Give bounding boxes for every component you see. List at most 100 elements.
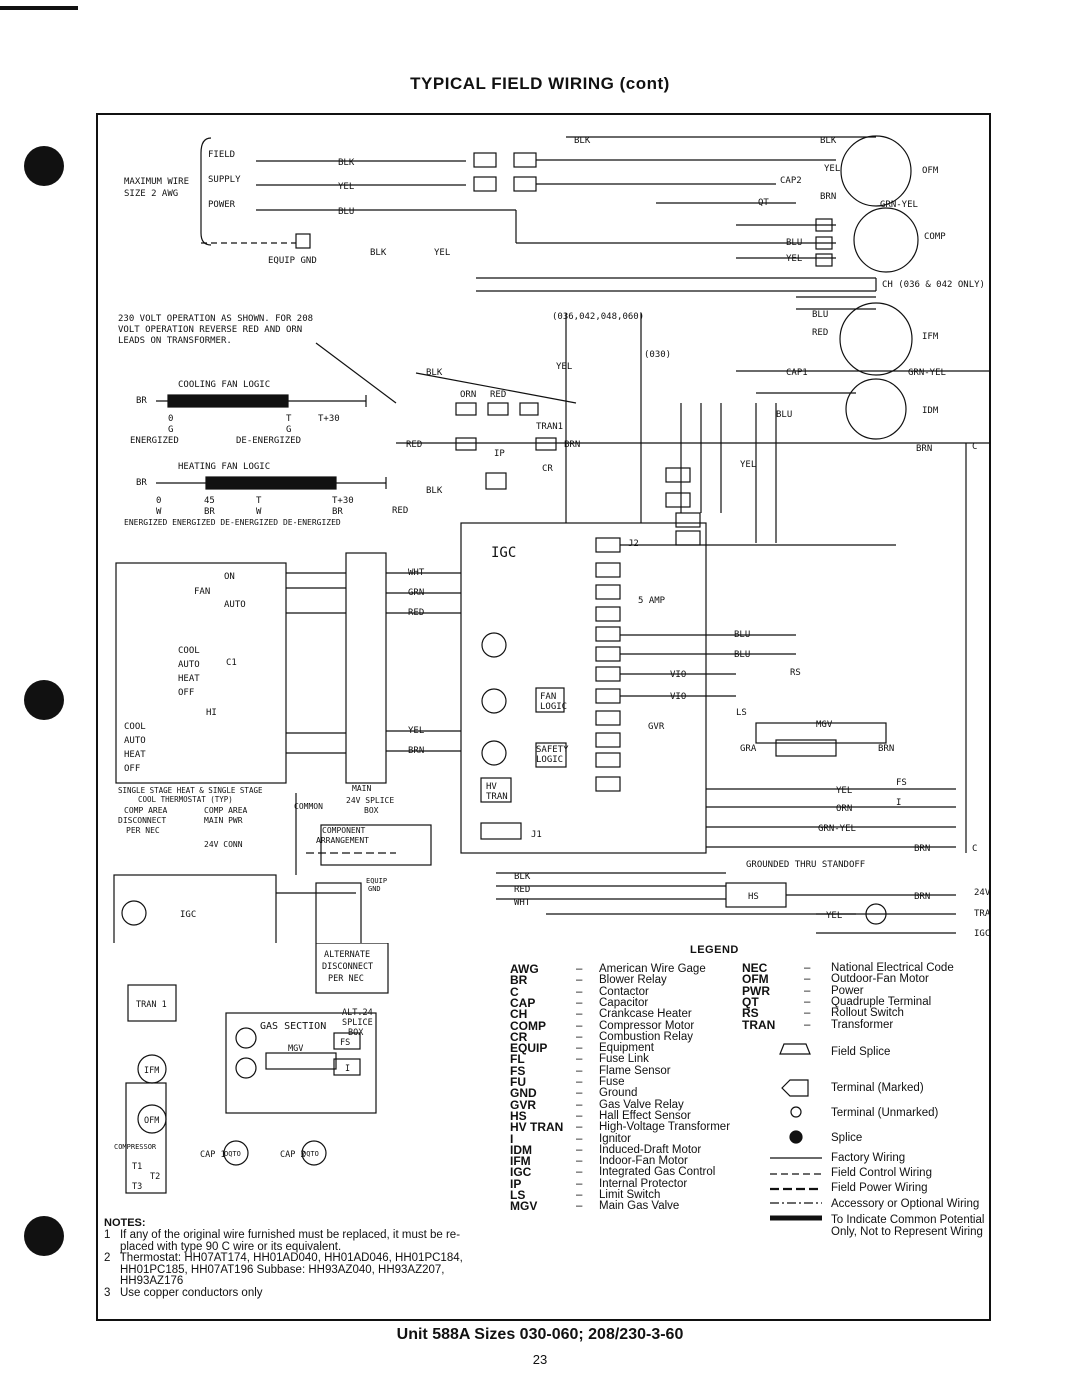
wire-blu-rs: BLU (734, 630, 750, 640)
legend-definition: Ground (599, 1087, 638, 1100)
label-gvr: GVR (648, 722, 665, 732)
legend-definition: National Electrical Code (831, 962, 954, 974)
label-power: POWER (208, 200, 236, 210)
legend-dash: – (576, 1143, 583, 1156)
comp-disc-3: PER NEC (126, 826, 160, 835)
legend-dash: – (576, 1132, 583, 1145)
label-ifm-small: IFM (144, 1066, 159, 1076)
label-i-small: I (345, 1064, 350, 1074)
wire-brn-24v: BRN (914, 892, 930, 902)
legend-symbol-label: Accessory or Optional Wiring (831, 1198, 980, 1210)
legend-abbr: HV TRAN (510, 1120, 564, 1135)
legend-row: C–Contactor (510, 986, 760, 999)
legend-definition: Hall Effect Sensor (599, 1109, 691, 1122)
equip-gnd-small-1: EQUIP (366, 877, 387, 885)
wire-yel-thermo: YEL (408, 726, 424, 736)
legend-row: IGC–Integrated Gas Control (510, 1167, 760, 1179)
wire-yel-24v: YEL (826, 911, 842, 921)
label-ifm: IFM (922, 332, 939, 342)
heat-row2-w1: W (156, 507, 162, 517)
cool-tick-t30: T+30 (318, 414, 340, 424)
thermo-heat-2: HEAT (124, 750, 146, 760)
legend-abbr: CH (510, 1007, 528, 1022)
label-five-amp: 5 AMP (638, 596, 666, 606)
comp-disc-1: COMP AREA (124, 806, 168, 815)
tran1-box: TRAN 1 (136, 1000, 167, 1010)
legend-dash: – (804, 1018, 811, 1031)
term-t1: T1 (132, 1162, 142, 1172)
label-safety-logic-1: SAFETY (536, 745, 569, 755)
wire-vio-2: VIO (670, 692, 686, 702)
main-splice-2: 24V SPLICE (346, 796, 394, 805)
term-t2: T2 (150, 1172, 160, 1182)
legend-abbr: EQUIP (510, 1041, 548, 1056)
thermo-hi: HI (206, 708, 217, 718)
legend-abbr: FU (510, 1075, 526, 1089)
component-arrangement: ALTERNATE DISCONNECT PER NEC ALT.24 SPLI… (114, 943, 389, 1194)
cool-tick-t: T (286, 414, 292, 424)
thermo-auto-3: AUTO (124, 736, 146, 746)
legend-abbr: IGC (510, 1165, 532, 1180)
binder-hole (24, 680, 64, 720)
label-tran1: TRAN1 (536, 422, 563, 432)
wire-blu-rs-2: BLU (734, 650, 750, 660)
legend-symbols (770, 1043, 822, 1221)
label-field: FIELD (208, 150, 235, 160)
label-compressor: COMPRESSOR (114, 1143, 157, 1151)
heat-row2-w2: W (256, 507, 262, 517)
heat-tick-t30: T+30 (332, 496, 354, 506)
legend-abbr: NEC (742, 961, 768, 975)
label-fs-small: FS (340, 1038, 350, 1048)
legend-row: FL–Fuse Link (510, 1054, 760, 1066)
label-ls: LS (736, 708, 747, 718)
diagram-frame (96, 113, 991, 1321)
legend-symbol-label: Terminal (Marked) (831, 1082, 924, 1094)
label-hs: HS (748, 892, 759, 902)
legend-definition: Flame Sensor (599, 1064, 671, 1077)
wire-blk-cr: BLK (426, 486, 443, 496)
comp-main-1: COMP AREA (204, 806, 248, 815)
label-max-wire: MAXIMUM WIRE (124, 177, 189, 187)
legend-abbr: PWR (742, 983, 770, 998)
label-heating-fan-logic: HEATING FAN LOGIC (178, 462, 270, 472)
legend-definition: Compressor Motor (599, 1019, 695, 1032)
alt-splice-1: ALT.24 (342, 1008, 373, 1018)
legend-abbr: CAP (510, 995, 536, 1010)
label-hv-tran-1: HV (486, 782, 497, 792)
label-igc: IGC (491, 545, 516, 561)
legend-dash: – (804, 995, 811, 1008)
thermo-cool: COOL (178, 646, 200, 656)
label-cap1: CAP 1 (200, 1150, 226, 1160)
cool-state-energized: ENERGIZED (130, 436, 179, 446)
wire-blk-tran: BLK (426, 368, 443, 378)
legend-dash: – (576, 1008, 583, 1021)
legend-abbr: LS (510, 1188, 526, 1202)
legend-dash: – (576, 1076, 583, 1088)
comp-main-2: MAIN PWR (204, 816, 243, 825)
thermo-off: OFF (178, 688, 194, 698)
wire-orn: ORN (460, 390, 476, 400)
wire-blk-hs: BLK (514, 872, 531, 882)
alt-disc-3: PER NEC (328, 974, 364, 984)
legend-abbr: AWG (510, 962, 539, 976)
legend-definition: Crankcase Heater (599, 1008, 692, 1021)
legend-dash: – (576, 1042, 583, 1055)
label-br-heat: BR (136, 478, 147, 488)
label-mgv: MGV (816, 720, 833, 730)
wire-yel: YEL (338, 182, 354, 192)
thermo-c1: C1 (226, 658, 237, 668)
wire-red-hs: RED (514, 885, 530, 895)
label-comp: COMP (924, 232, 946, 242)
label-cooling-fan-logic: COOLING FAN LOGIC (178, 380, 270, 390)
label-operation-note-2: VOLT OPERATION REVERSE RED AND ORN (118, 325, 302, 335)
label-igc-panel: IGC (180, 910, 196, 920)
wire-blu-comp: BLU (786, 238, 802, 248)
legend-dash: – (804, 962, 811, 974)
legend-definition: Induced-Draft Motor (599, 1143, 702, 1156)
wire-brn-idm: BRN (916, 444, 932, 454)
heat-tick-45: 45 (204, 496, 215, 506)
label-size-030: (030) (644, 350, 671, 360)
label-br: BR (136, 396, 147, 406)
page-number: 23 (532, 1352, 548, 1367)
legend-abbr: FL (510, 1052, 525, 1067)
